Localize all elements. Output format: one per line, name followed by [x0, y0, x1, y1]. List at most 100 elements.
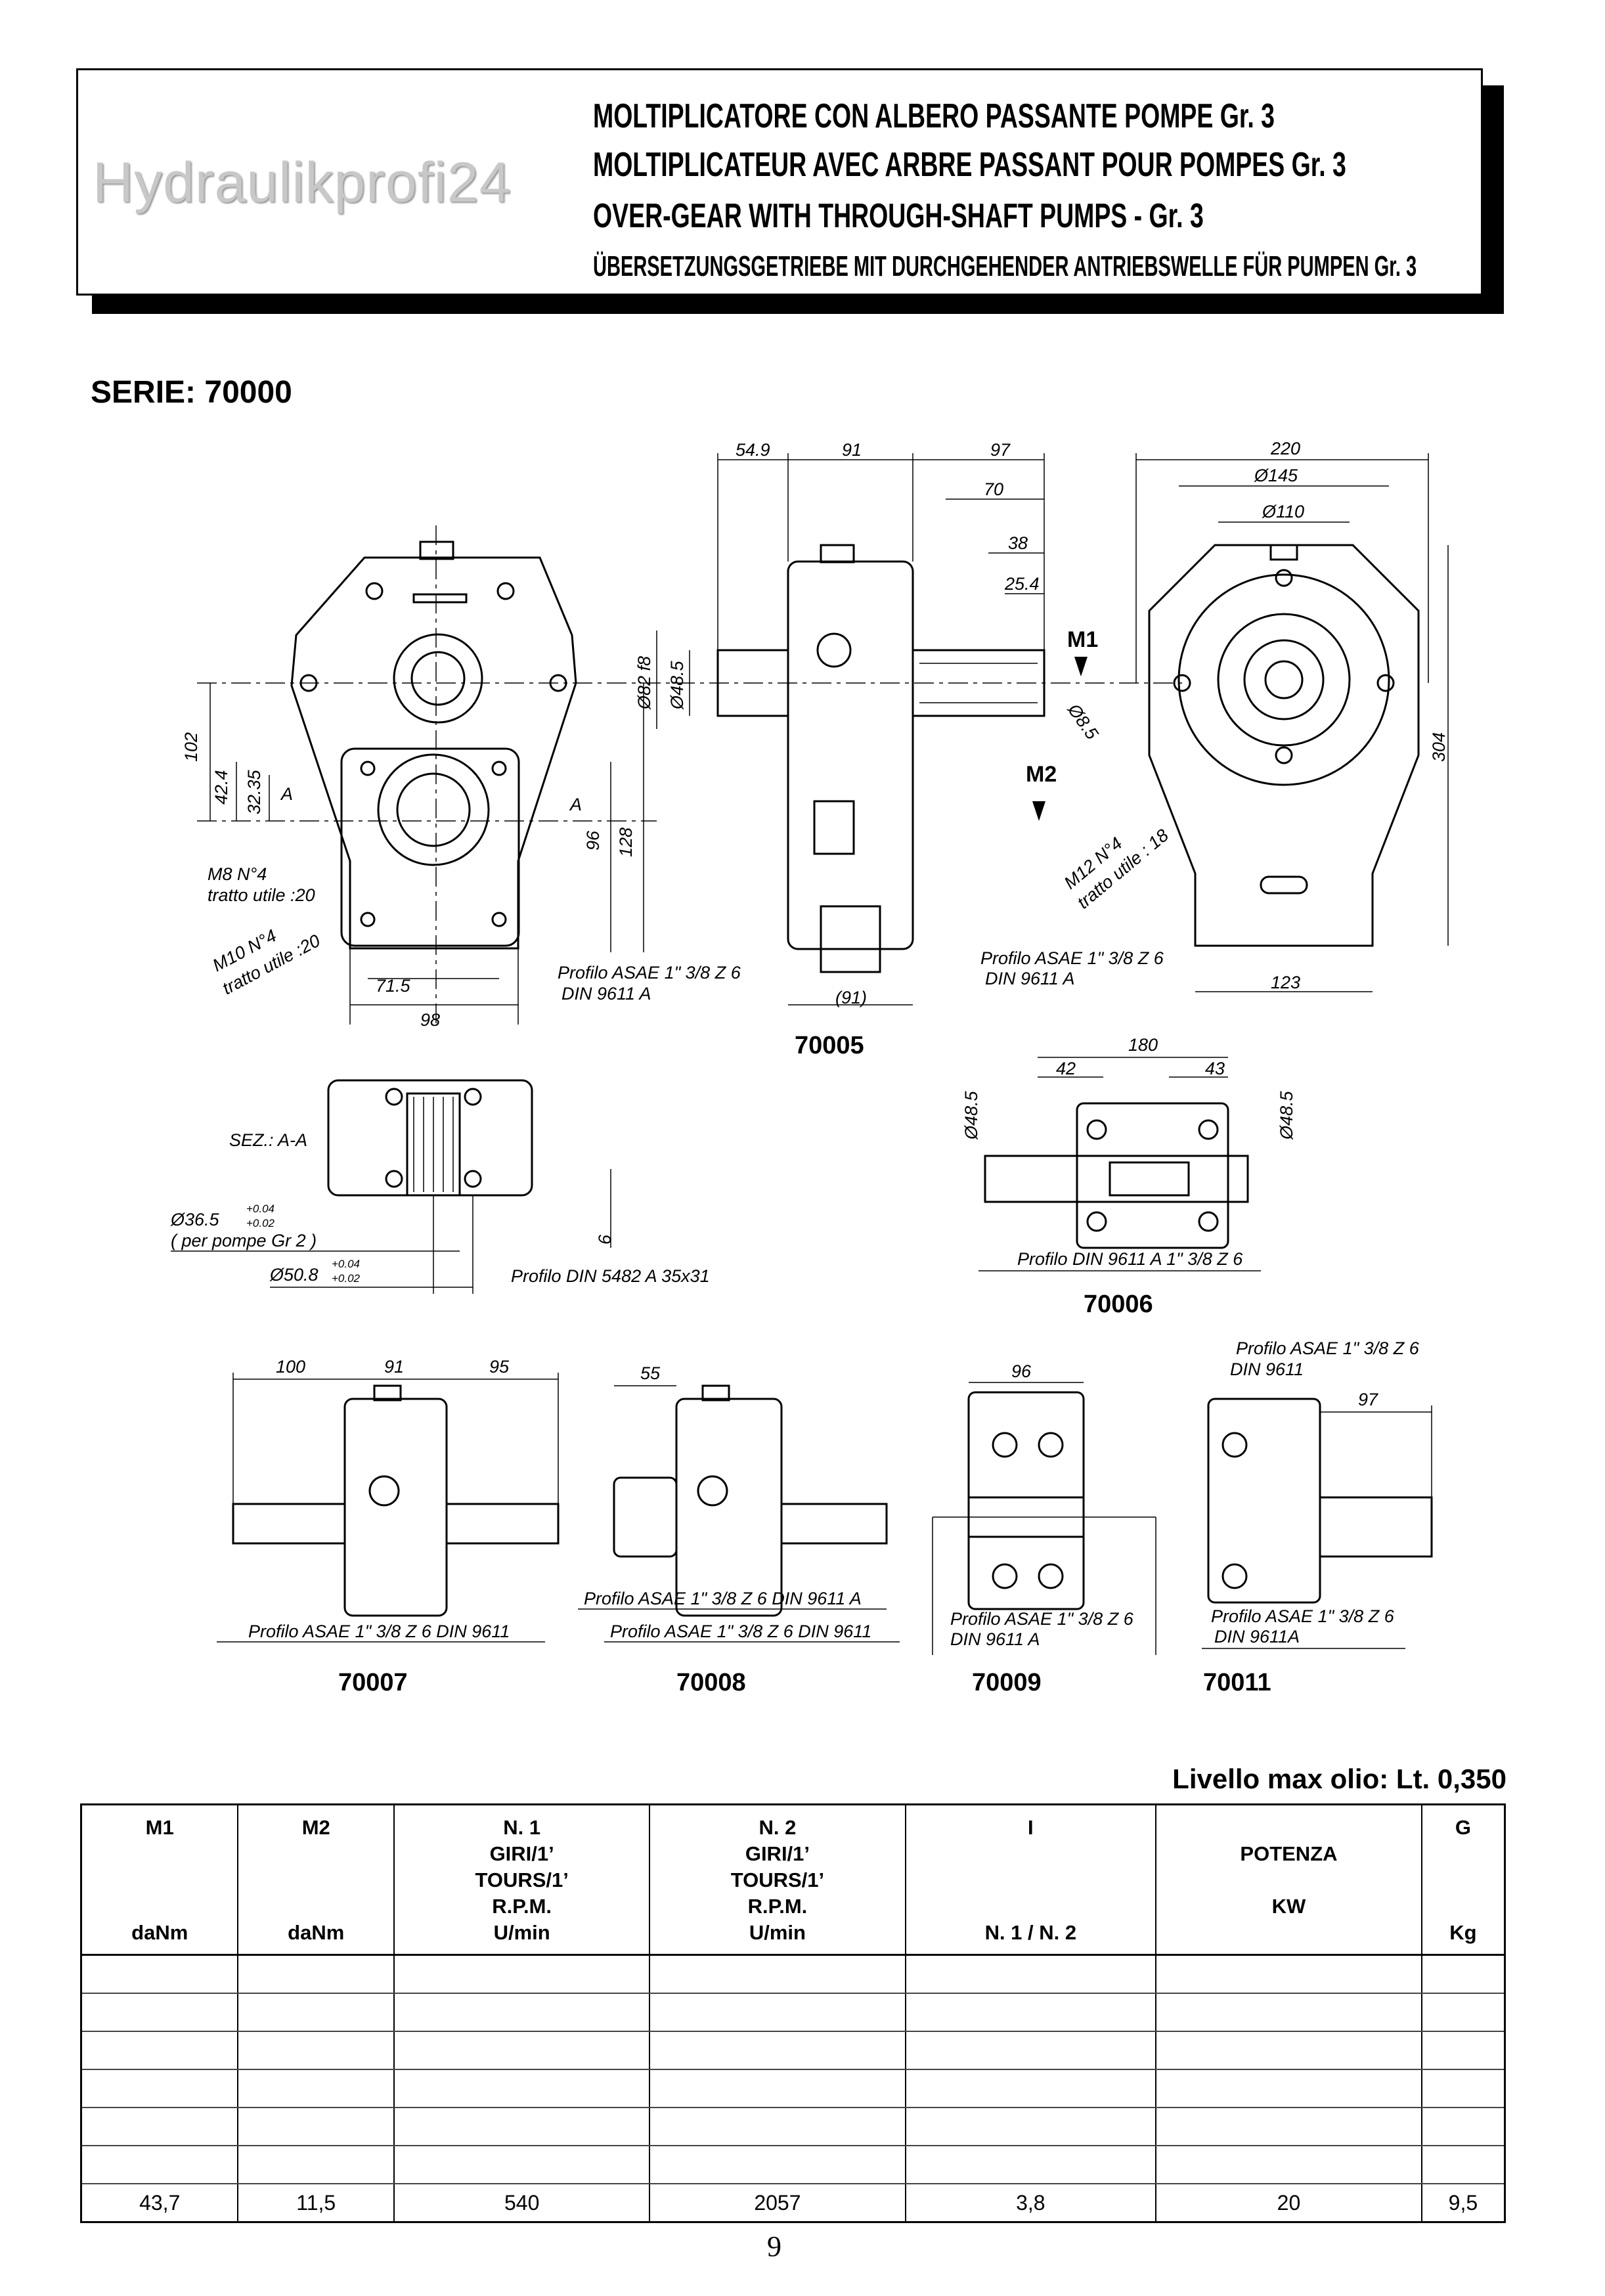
value-m1: 43,7 — [80, 2184, 239, 2222]
m1-label: M1 — [1067, 627, 1098, 652]
side-view-drawing — [656, 453, 1088, 1005]
dim-d145: Ø145 — [1254, 466, 1298, 485]
profile-70011-din: DIN 9611A — [1214, 1627, 1300, 1646]
model-70006-label: 70006 — [1084, 1291, 1153, 1318]
profile-70011: Profilo ASAE 1" 3/8 Z 6 — [1211, 1606, 1395, 1626]
section-mark-a-right: A — [569, 795, 582, 814]
value-power: 20 — [1155, 2184, 1422, 2222]
dim-d82-f8: Ø82 f8 — [634, 656, 654, 710]
dim-d8-5: Ø8.5 — [1064, 699, 1103, 743]
table-row-values: 43,7 11,5 540 2057 3,8 20 9,5 — [80, 2184, 1506, 2222]
dim-d48-5: Ø48.5 — [667, 660, 687, 710]
tol-36-5-upper: +0.04 — [246, 1203, 275, 1215]
tol-50-8-upper: +0.04 — [332, 1258, 360, 1270]
table-row-empty — [80, 2108, 1506, 2146]
dim-91-ref: (91) — [835, 988, 867, 1007]
model-70009-label: 70009 — [972, 1669, 1042, 1696]
title-german: ÜBERSETZUNGSGETRIEBE MIT DURCHGEHENDER A… — [593, 250, 1417, 282]
dim-42: 42 — [1056, 1059, 1076, 1078]
table-row-empty — [80, 2031, 1506, 2070]
dim-304: 304 — [1429, 732, 1449, 762]
profile-70009-din: DIN 9611 A — [950, 1629, 1040, 1649]
model-70011-drawing — [1202, 1398, 1433, 1649]
dim-42-4: 42.4 — [211, 770, 231, 805]
profile-label-right: Profilo ASAE 1" 3/8 Z 6 — [980, 948, 1164, 968]
dim-55: 55 — [640, 1363, 661, 1383]
dim-38: 38 — [1008, 533, 1028, 553]
dim-25-4: 25.4 — [1004, 574, 1040, 594]
dim-97-70011: 97 — [1358, 1390, 1378, 1409]
section-mark-a-left: A — [280, 784, 293, 804]
value-ratio: 3,8 — [904, 2184, 1157, 2222]
dim-32-35: 32.35 — [244, 769, 264, 814]
value-weight: 9,5 — [1420, 2184, 1506, 2222]
dim-220: 220 — [1270, 439, 1300, 458]
dim-d48-5-right: Ø48.5 — [1277, 1090, 1296, 1140]
profile-70011-top-din: DIN 9611 — [1230, 1359, 1304, 1379]
series-title: SERIE: 70000 — [91, 375, 292, 410]
dim-98: 98 — [420, 1010, 440, 1030]
dim-71-5: 71.5 — [376, 976, 411, 996]
header-m1: M1 daNm — [80, 1804, 239, 1956]
dim-128: 128 — [616, 828, 636, 857]
dim-d50-8: Ø50.8 — [269, 1265, 319, 1285]
m8-tratto-label: tratto utile :20 — [208, 885, 315, 905]
header-power: POTENZA KW — [1155, 1804, 1422, 1956]
model-70011-label: 70011 — [1203, 1669, 1271, 1696]
m2-label: M2 — [1026, 762, 1057, 787]
model-70006-drawing — [978, 1057, 1261, 1271]
model-70005-label: 70005 — [795, 1032, 864, 1059]
dim-d110: Ø110 — [1262, 502, 1304, 521]
value-n2: 2057 — [649, 2184, 906, 2222]
m8-label: M8 N°4 — [208, 864, 267, 884]
dim-123: 123 — [1271, 973, 1300, 992]
profile-70009: Profilo ASAE 1" 3/8 Z 6 — [950, 1609, 1134, 1629]
profile-din-right: DIN 9611 A — [985, 969, 1075, 988]
profile-70006: Profilo DIN 9611 A 1" 3/8 Z 6 — [1017, 1249, 1243, 1269]
dim-6: 6 — [595, 1234, 615, 1245]
table-row-empty — [80, 1954, 1506, 1994]
value-n1: 540 — [393, 2184, 651, 2222]
page-number: 9 — [767, 2230, 781, 2263]
header-weight: G Kg — [1420, 1804, 1506, 1956]
dim-54-9: 54.9 — [736, 440, 770, 460]
profile-label-left: Profilo ASAE 1" 3/8 Z 6 — [558, 963, 741, 982]
rear-view-drawing — [1135, 453, 1449, 992]
title-italian: MOLTIPLICATORE CON ALBERO PASSANTE POMPE… — [593, 97, 1275, 135]
dim-180: 180 — [1128, 1035, 1158, 1055]
profile-70008-bottom: Profilo ASAE 1" 3/8 Z 6 DIN 9611 — [610, 1622, 871, 1641]
header-m2: M2 daNm — [237, 1804, 395, 1956]
title-french: MOLTIPLICATEUR AVEC ARBRE PASSANT POUR P… — [593, 146, 1346, 184]
value-m2: 11,5 — [237, 2184, 395, 2222]
table-row-empty — [80, 2146, 1506, 2184]
dim-70: 70 — [984, 479, 1003, 499]
dim-d36-5: Ø36.5 — [170, 1210, 220, 1229]
dim-100: 100 — [276, 1357, 305, 1377]
section-profile-label: Profilo DIN 5482 A 35x31 — [511, 1266, 710, 1286]
tol-50-8-lower: +0.02 — [332, 1272, 361, 1285]
oil-level-label: Livello max olio: Lt. 0,350 — [1172, 1763, 1506, 1794]
tol-36-5-lower: +0.02 — [246, 1217, 275, 1229]
profile-70011-top: Profilo ASAE 1" 3/8 Z 6 — [1236, 1338, 1420, 1358]
section-aa-drawing — [171, 1079, 611, 1294]
profile-din-left: DIN 9611 A — [561, 984, 651, 1004]
table-row-empty — [80, 1993, 1506, 2032]
model-70008-drawing — [578, 1384, 900, 1643]
dim-97: 97 — [990, 440, 1011, 460]
dim-102: 102 — [181, 732, 201, 762]
model-70008-label: 70008 — [676, 1669, 746, 1696]
pump-group-note: ( per pompe Gr 2 ) — [171, 1231, 317, 1250]
dim-91-70007: 91 — [384, 1357, 404, 1377]
dim-91: 91 — [842, 440, 862, 460]
section-title: SEZ.: A-A — [229, 1130, 307, 1150]
model-70007-drawing — [217, 1373, 560, 1643]
model-70009-drawing — [932, 1382, 1156, 1655]
model-70007-label: 70007 — [338, 1669, 408, 1696]
header-box: Hydraulikprofi24 MOLTIPLICATORE CON ALBE… — [76, 68, 1483, 296]
table-row-empty — [80, 2069, 1506, 2108]
